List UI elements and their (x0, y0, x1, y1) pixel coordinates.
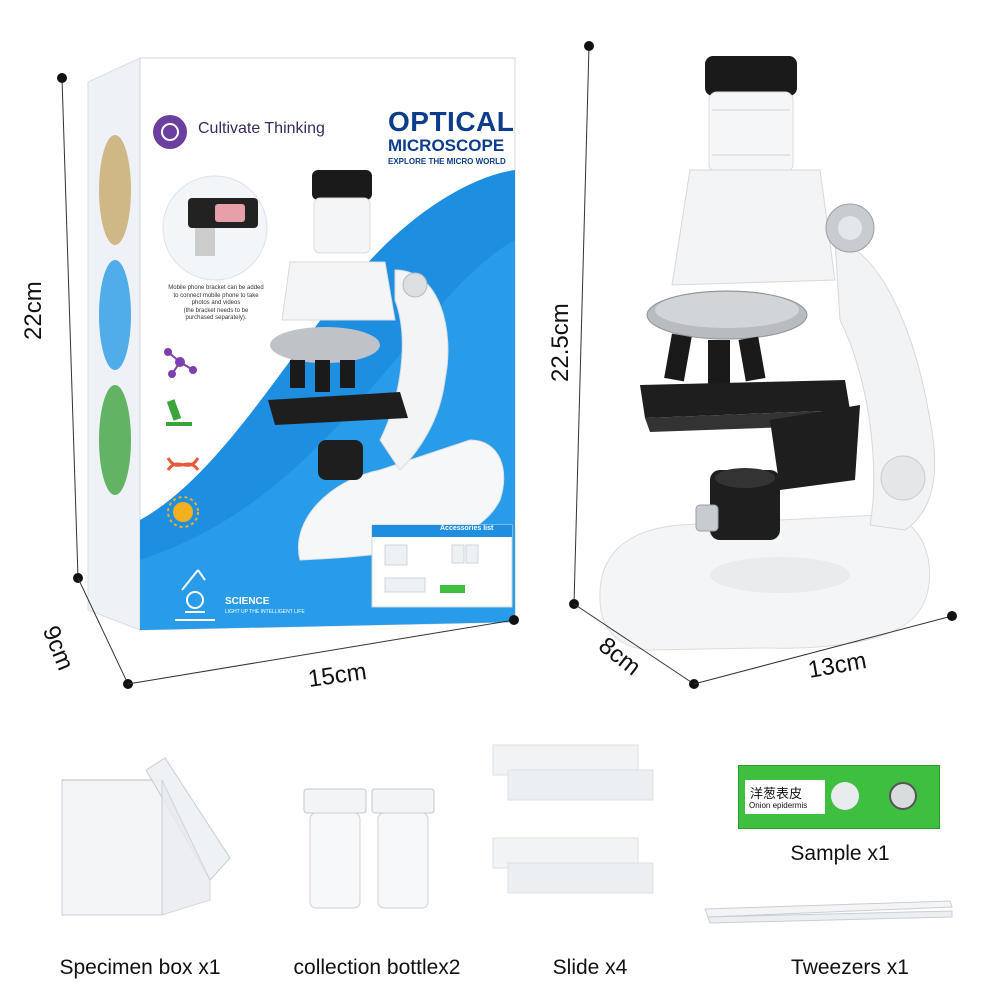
science-subtitle: LIGHT UP THE INTELLIGENT LIFE (225, 609, 305, 615)
sample-slide: 洋葱表皮 Onion epidermis (738, 765, 940, 829)
collection-bottles-image (303, 788, 435, 909)
science-title: SCIENCE (225, 596, 270, 607)
phone-note-line: purchased separately). (185, 315, 247, 321)
tweezers-label: Tweezers x1 (791, 956, 909, 979)
sample-label-caption: Sample x1 (790, 842, 890, 865)
tweezers-image (704, 900, 953, 924)
dna-icon (166, 457, 200, 471)
scope-height-label: 22.5cm (547, 303, 574, 382)
sample-english: Onion epidermis (749, 801, 808, 810)
molecule-icon (164, 348, 197, 378)
box-tagline: EXPLORE THE MICRO WORLD (388, 157, 506, 166)
scope-dimension-lines (569, 41, 957, 689)
onion-icon (889, 782, 917, 810)
specimen-box-image (61, 757, 231, 916)
microscope-icon (166, 399, 192, 426)
phone-note: Mobile phone bracket can be added to con… (156, 285, 276, 323)
slides-label: Slide x4 (552, 956, 628, 979)
phone-note-line: Mobile phone bracket can be added (168, 285, 264, 291)
box-dimension-lines (57, 73, 519, 689)
phone-note-line: (the bracket needs to be (183, 307, 249, 314)
sun-bacteria-icon (167, 496, 199, 528)
box-title-line1: OPTICAL (388, 106, 515, 137)
science-microscope-icon (175, 569, 215, 621)
microscope-image (599, 56, 936, 651)
slides-image (492, 744, 654, 894)
phone-note-line: to connect mobile phone to take (173, 292, 259, 299)
sample-label: 洋葱表皮 Onion epidermis (745, 780, 825, 814)
box-brand: Cultivate Thinking (198, 120, 325, 137)
sample-chinese: 洋葱表皮 (750, 787, 803, 802)
sample-specimen-circle (831, 782, 859, 810)
box-title-line2: MICROSCOPE (388, 136, 505, 155)
collection-bottles-label: collection bottlex2 (293, 956, 461, 979)
product-box (87, 57, 516, 631)
specimen-box-label: Specimen box x1 (59, 956, 221, 979)
phone-note-line: photos and videos (191, 300, 241, 306)
accessories-list-title: Accessories list (440, 525, 494, 532)
